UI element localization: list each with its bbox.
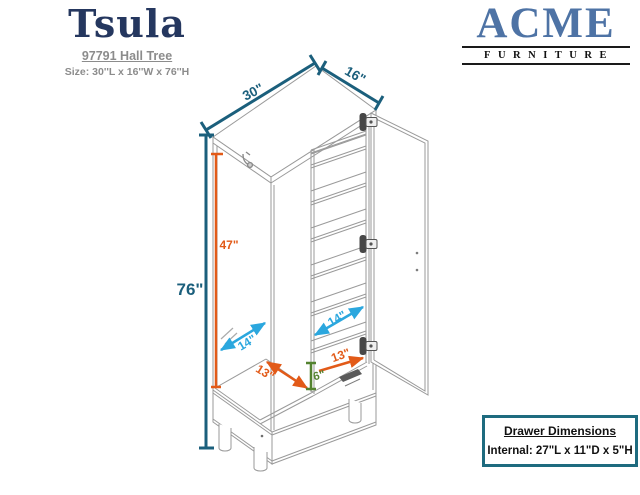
dim-compartment-14: 14" xyxy=(219,321,267,354)
cabinet-legs xyxy=(218,399,362,472)
brand-logo: ACME FURNITURE xyxy=(462,2,630,65)
dim-floor-13: 13" xyxy=(253,360,309,390)
leg xyxy=(218,424,232,452)
product-header: Tsula 97791 Hall Tree Size: 30''L x 16''… xyxy=(52,4,202,78)
leg xyxy=(253,447,268,472)
hinge-icon xyxy=(359,113,378,131)
dim-label-76: 76" xyxy=(177,280,204,299)
hinge-icon xyxy=(359,235,378,253)
product-title: Tsula xyxy=(68,1,186,46)
dim-label-13-right: 13" xyxy=(329,345,352,365)
hinge-icon xyxy=(359,337,378,355)
door-handle-hole xyxy=(415,268,419,272)
dim-label-6: 6" xyxy=(312,369,327,384)
dim-drawer-13: 13" xyxy=(318,345,365,373)
cabinet-door xyxy=(370,112,429,396)
brand-subtitle: FURNITURE xyxy=(462,46,630,65)
cabinet-structure xyxy=(212,65,429,472)
door-handle-hole xyxy=(415,251,419,255)
dim-label-30: 30" xyxy=(240,80,266,103)
drawer-dimensions-detail: Internal: 27"L x 11"D x 5"H xyxy=(487,445,633,457)
dim-label-14-left: 14" xyxy=(235,332,259,354)
door-hinges xyxy=(359,113,378,355)
dim-label-47: 47" xyxy=(219,238,238,252)
drawer-keyhole xyxy=(260,434,264,438)
dim-height-76: 76" xyxy=(177,133,214,450)
shelf-row xyxy=(310,171,367,206)
shelf-row xyxy=(310,134,367,169)
drawer-dimensions-title: Drawer Dimensions xyxy=(503,424,617,438)
brand-name: ACME xyxy=(476,0,616,47)
coat-hook-icon xyxy=(242,151,254,169)
drawer-slide-bracket xyxy=(339,369,362,382)
dim-gap-6: 6" xyxy=(306,361,327,391)
shelf-row xyxy=(310,208,367,243)
product-sku: 97791 Hall Tree xyxy=(81,48,173,63)
door-panel xyxy=(370,112,429,396)
drawer-dimensions-box: Drawer Dimensions Internal: 27"L x 11"D … xyxy=(482,415,638,467)
shelf-row xyxy=(310,245,367,280)
product-size: Size: 30''L x 16''W x 76''H xyxy=(64,65,190,78)
dim-hanging-47: 47" xyxy=(211,152,239,389)
leg xyxy=(348,399,362,424)
